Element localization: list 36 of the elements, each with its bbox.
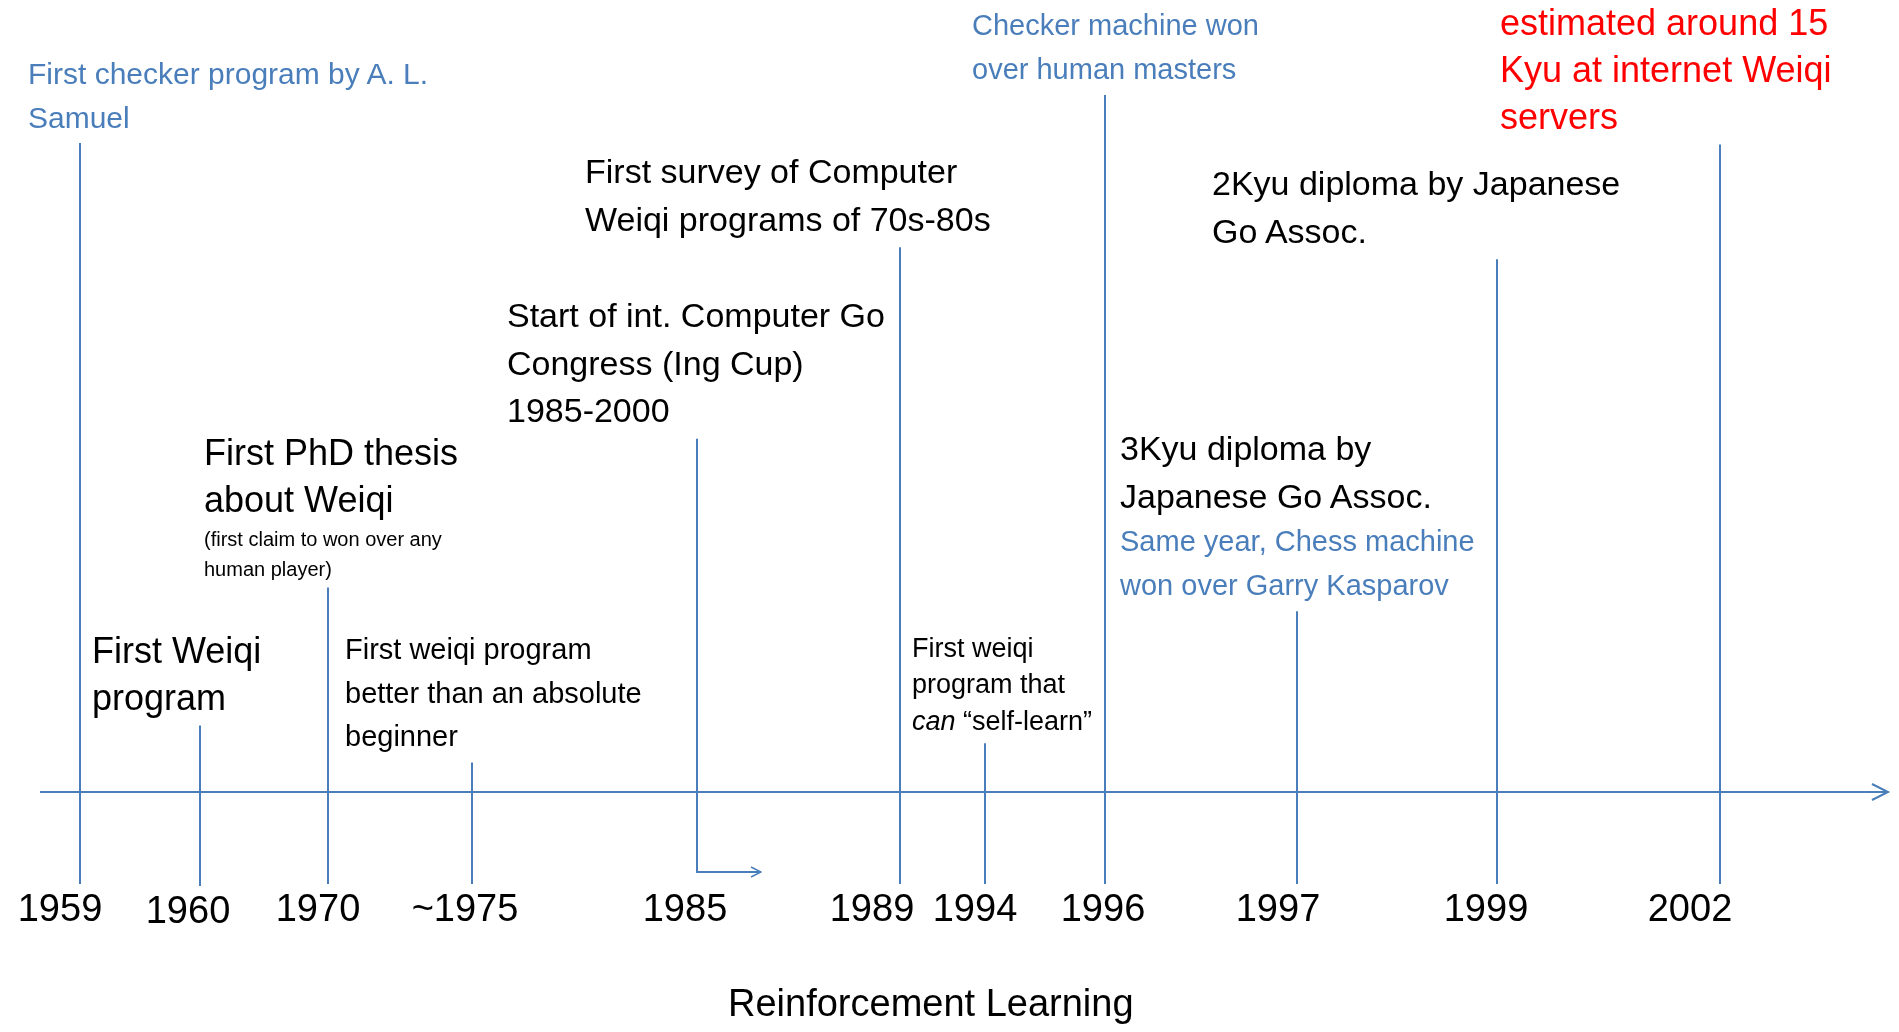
event-note: Same year, Chess machine won over Garry Kasparov xyxy=(1120,524,1476,603)
year-label: 1994 xyxy=(932,886,1018,932)
leader-line xyxy=(1296,610,1298,885)
year-label: 1996 xyxy=(1060,886,1146,932)
year-label: 1970 xyxy=(275,886,361,932)
year-label: 1960 xyxy=(145,888,231,934)
leader-line xyxy=(327,586,329,885)
year-label: 1989 xyxy=(829,886,915,932)
event-note: First checker program by A. L. Samuel xyxy=(28,52,498,139)
year-label: 1997 xyxy=(1235,886,1321,932)
event-text: Start of int. Computer Go Congress (Ing Cup) 1985-2000 xyxy=(507,292,887,435)
year-label: 2002 xyxy=(1647,886,1733,932)
leader-line xyxy=(1719,143,1721,885)
event-text: First weiqi program that can “self-learn” xyxy=(912,630,1102,740)
arrow xyxy=(696,437,762,878)
event-text: First survey of Computer Weiqi programs of 70s-80s xyxy=(585,148,1005,244)
event-text: First weiqi program better than an absolute beginner xyxy=(345,628,665,759)
year-label: 1985 xyxy=(642,886,728,932)
event-note: Checker machine won over human masters xyxy=(972,4,1302,91)
leader-line xyxy=(471,761,473,885)
event-text: 2Kyu diploma by Japanese Go Assoc. xyxy=(1212,160,1652,256)
leader-line xyxy=(899,246,901,885)
leader-line xyxy=(79,142,81,885)
year-label: ~1975 xyxy=(411,886,519,932)
leader-line xyxy=(199,724,201,887)
leader-line xyxy=(1496,258,1498,885)
event-note: estimated around 15 Kyu at internet Weiqi servers xyxy=(1500,0,1895,141)
year-label: 1959 xyxy=(17,886,103,932)
year-label: 1999 xyxy=(1443,886,1529,932)
leader-line xyxy=(984,742,986,885)
leader-line xyxy=(1104,94,1106,885)
event-text: First Weiqi program xyxy=(92,628,312,722)
event-text: First PhD thesis about Weiqi xyxy=(204,431,460,522)
event-note: (first claim to won over any human player) xyxy=(204,526,443,582)
axis-caption: Reinforcement Learning xyxy=(728,982,1134,1025)
event-text: 3Kyu diploma by Japanese Go Assoc. xyxy=(1120,428,1433,517)
